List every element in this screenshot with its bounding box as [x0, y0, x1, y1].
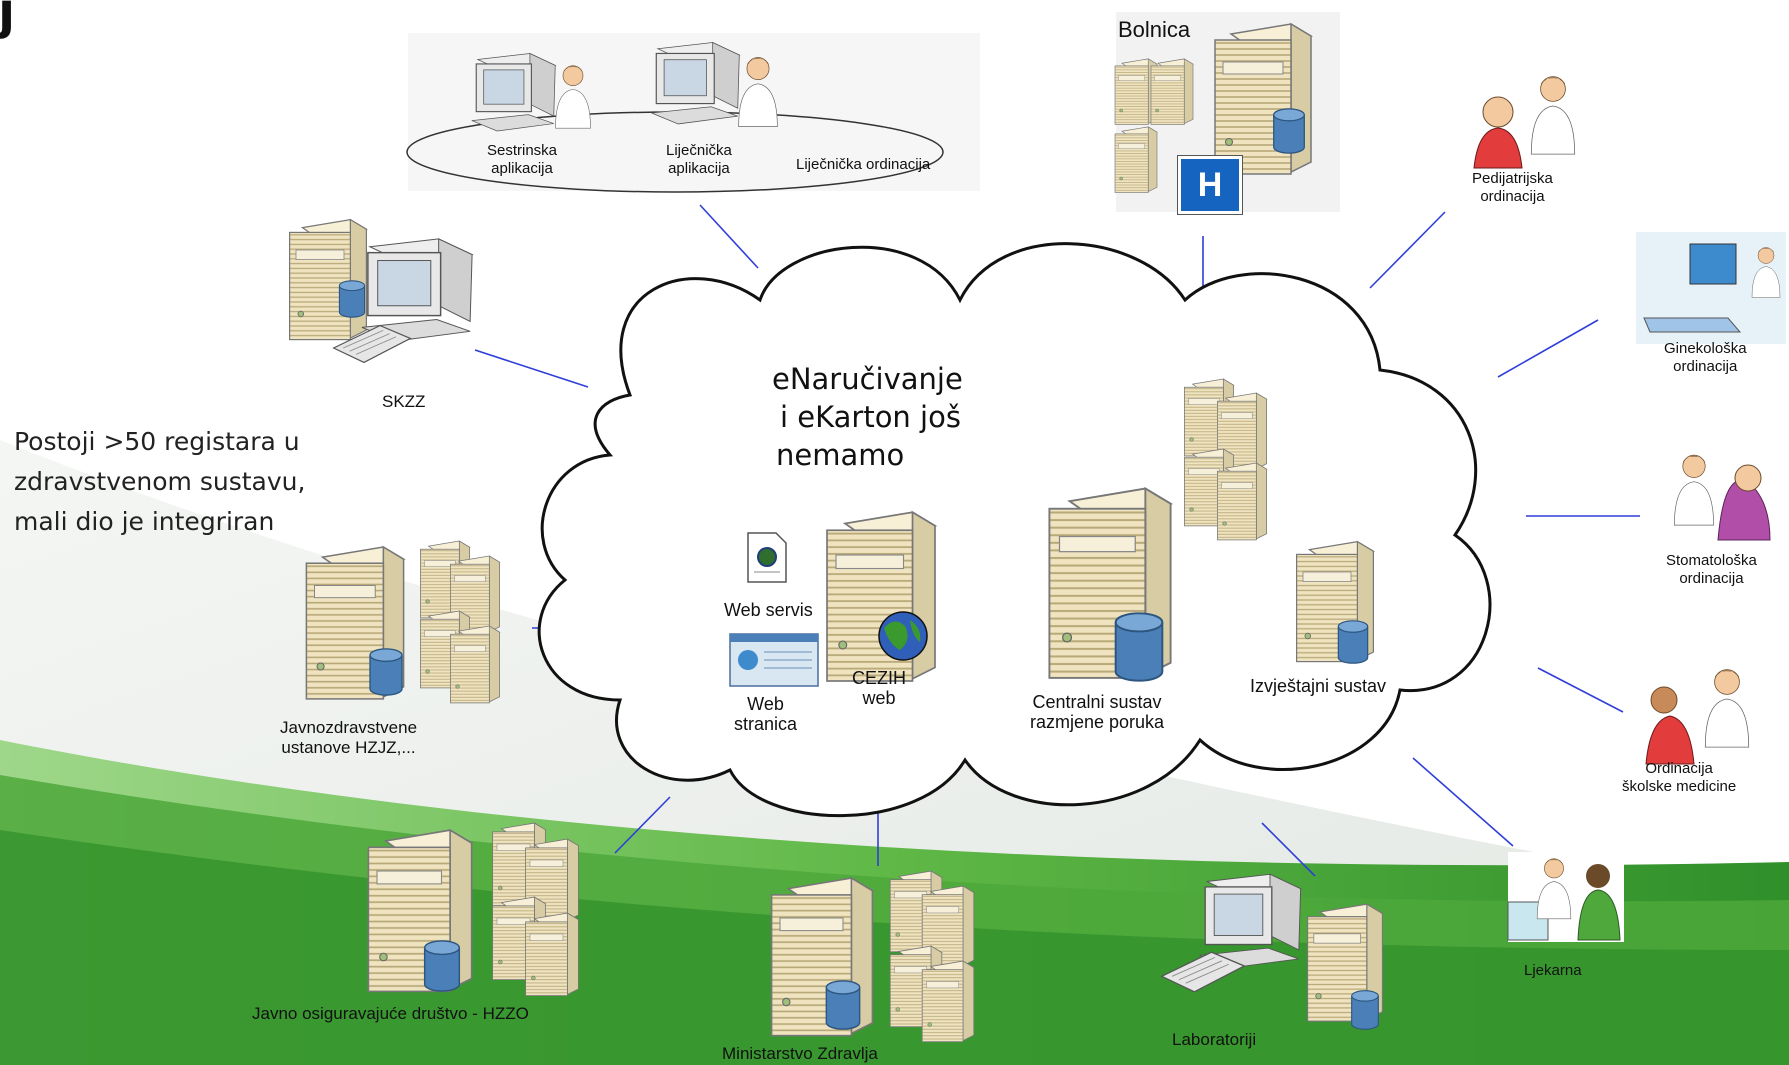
label-bolnica: Bolnica	[1118, 17, 1191, 42]
central-exchange-server-icon	[1048, 487, 1172, 682]
label-web-stranica: Web stranica	[734, 694, 797, 734]
dentist-icon	[1660, 440, 1778, 544]
hzjz-servers-icon	[305, 540, 501, 704]
label-skzz: SKZZ	[382, 392, 426, 411]
label-lijecnicka-aplikacija: Liječnička aplikacija	[666, 142, 732, 178]
label-laboratoriji: Laboratoriji	[1172, 1030, 1257, 1049]
reporting-server-icon	[1295, 540, 1375, 664]
label-sestrinska-line1: Sestrinska	[487, 142, 558, 159]
label-ginekoloska-line1: Ginekološka	[1664, 340, 1747, 357]
web-page-icon	[729, 633, 819, 687]
registry-note-line2: zdravstvenom sustavu,	[14, 467, 306, 496]
cloud-title-line1: eNaručivanje	[772, 362, 963, 396]
label-skolska-medicina: Ordinacija školske medicine	[1622, 760, 1736, 796]
label-web-stranica-line1: Web	[747, 694, 784, 714]
skzz-server-icon	[289, 219, 473, 363]
label-hzjz: Javnozdravstvene ustanove HZJZ,...	[280, 718, 417, 758]
doctor-office-panel	[406, 33, 980, 193]
school-doctor-icon	[1640, 650, 1762, 768]
hospital-h-badge: H	[1178, 156, 1242, 214]
connector-lines	[474, 204, 1640, 877]
registry-note: Postoji >50 registara u zdravstvenom sus…	[14, 422, 305, 542]
label-lijecnicka-ordinacija: Liječnička ordinacija	[796, 156, 931, 173]
registry-note-line3: mali dio je integriran	[14, 507, 275, 536]
heading-fragment: j	[0, 0, 16, 40]
label-ginekoloska: Ginekološka ordinacija	[1664, 340, 1747, 376]
label-web-stranica-line2: stranica	[734, 714, 798, 734]
label-izvjestajni-sustav: Izvještajni sustav	[1250, 676, 1387, 696]
registry-note-line1: Postoji >50 registara u	[14, 427, 300, 456]
ministry-servers-icon	[770, 870, 975, 1043]
label-lijecnicka-line2: aplikacija	[668, 160, 730, 177]
label-hzjz-line2: ustanove HZJZ,...	[281, 738, 416, 757]
label-centralni-line1: Centralni sustav	[1032, 692, 1162, 712]
cloud-title: eNaručivanje i eKarton još nemamo	[772, 360, 963, 474]
cezih-server-icon	[826, 511, 936, 682]
label-cezih-line2: web	[862, 688, 896, 708]
cloud-title-line2: i eKarton još	[780, 400, 961, 434]
pharmacy-icon	[1507, 852, 1624, 942]
label-stomatoloska-line1: Stomatološka	[1666, 552, 1757, 569]
pediatrician-icon	[1466, 60, 1596, 212]
label-pedijatrijska-line2: ordinacija	[1480, 188, 1545, 205]
label-skolska-line2: školske medicine	[1622, 778, 1737, 795]
top-right-cluster-icon	[1184, 378, 1267, 541]
label-pedijatrijska: Pedijatrijska ordinacija	[1472, 170, 1553, 206]
label-skolska-line1: Ordinacija	[1645, 760, 1713, 777]
label-web-servis: Web servis	[724, 600, 813, 620]
globe-icon	[878, 611, 928, 661]
label-cezih-web: CEZIH web	[852, 668, 906, 708]
label-stomatoloska-line2: ordinacija	[1679, 570, 1744, 587]
cloud-title-line3: nemamo	[776, 438, 905, 472]
label-stomatoloska: Stomatološka ordinacija	[1666, 552, 1757, 588]
cloud-shape	[537, 242, 1492, 818]
label-hzjz-line1: Javnozdravstvene	[280, 718, 418, 737]
label-lijecnicka-line1: Liječnička	[666, 142, 732, 159]
label-pedijatrijska-line1: Pedijatrijska	[1472, 170, 1553, 187]
label-sestrinska-line2: aplikacija	[491, 160, 553, 177]
label-ginekoloska-line2: ordinacija	[1673, 358, 1738, 375]
label-sestrinska-aplikacija: Sestrinska aplikacija	[487, 142, 557, 178]
web-service-icon	[747, 532, 787, 583]
label-ministarstvo: Ministarstvo Zdravlja	[722, 1044, 878, 1063]
label-centralni-sustav: Centralni sustav razmjene poruka	[1030, 692, 1164, 732]
label-hzzo: Javno osiguravajuće društvo - HZZO	[252, 1004, 529, 1023]
gynecologist-icon	[1636, 232, 1786, 344]
label-centralni-line2: razmjene poruka	[1030, 712, 1165, 732]
label-cezih-line1: CEZIH	[852, 668, 906, 688]
label-ljekarna: Ljekarna	[1524, 962, 1582, 979]
